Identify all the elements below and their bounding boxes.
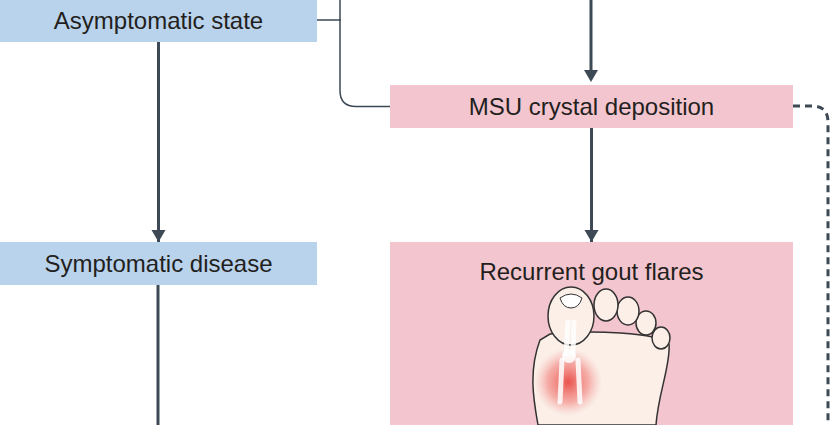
connector: [317, 20, 390, 107]
node-label: Asymptomatic state: [54, 7, 263, 35]
node-label: MSU crystal deposition: [469, 93, 714, 121]
state-box: Symptomatic disease: [0, 242, 317, 285]
node-label: Recurrent gout flares: [479, 258, 703, 286]
incoming-arrow-line: [590, 0, 593, 72]
connector: [152, 42, 166, 242]
process-box: MSU crystal deposition: [390, 85, 793, 128]
incoming-arrow-head: [584, 70, 598, 82]
dashed-line: [793, 106, 828, 425]
continuation-line: [157, 285, 160, 425]
process-box: Recurrent gout flares: [390, 242, 793, 425]
bracket-stub: [339, 0, 341, 21]
node-label: Symptomatic disease: [44, 250, 272, 278]
connector: [585, 128, 599, 242]
state-box: Asymptomatic state: [0, 0, 317, 42]
